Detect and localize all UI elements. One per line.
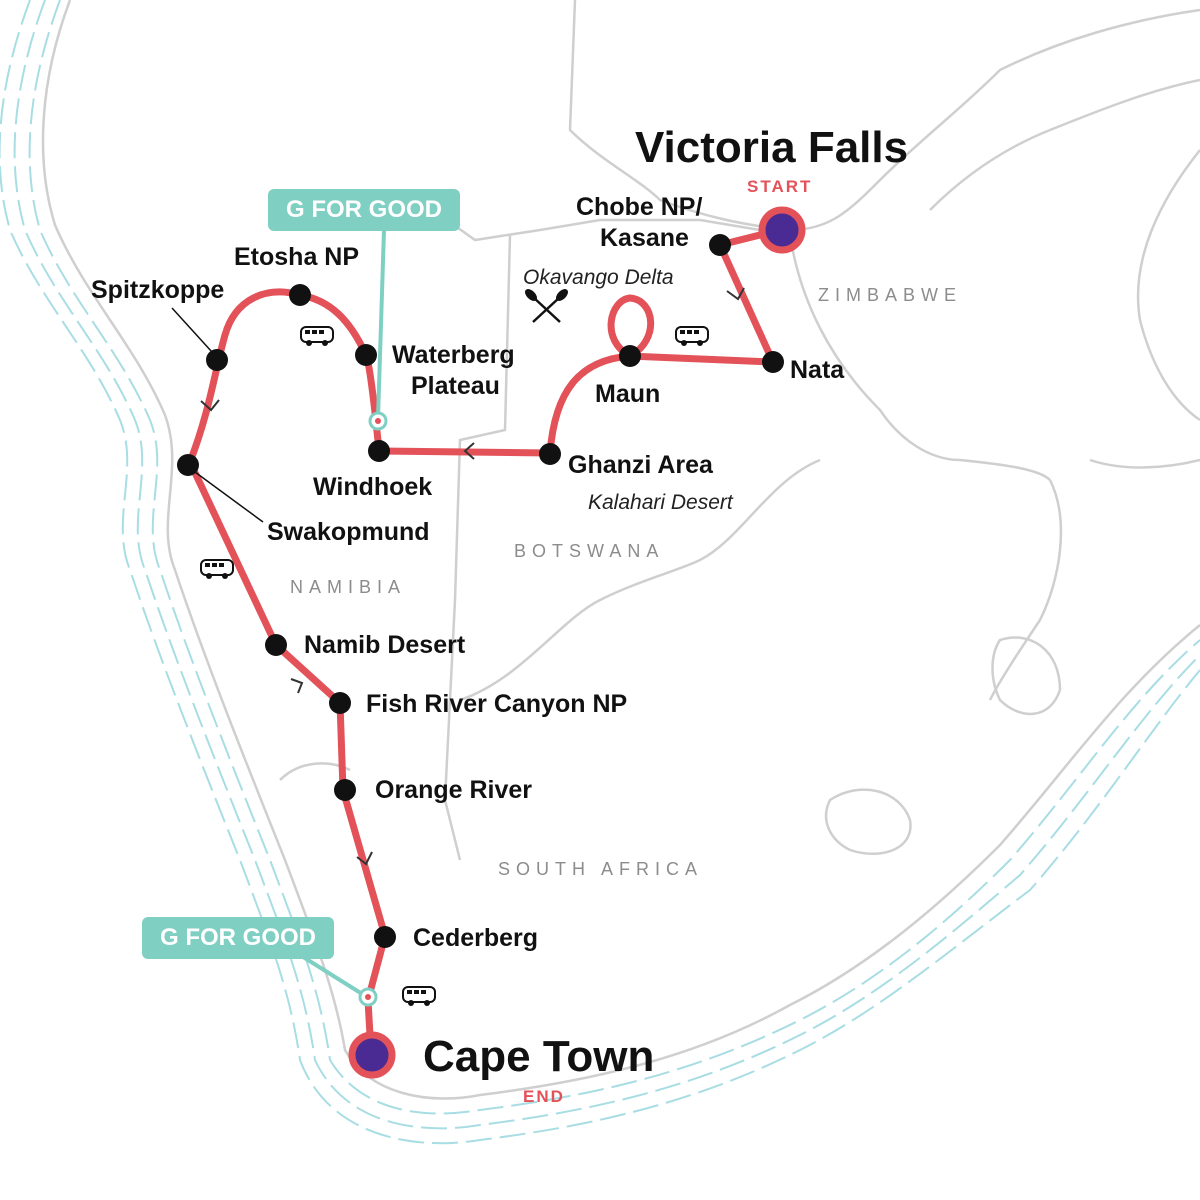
stop-dot-icon — [709, 234, 731, 256]
canoe-paddles-icon — [525, 289, 568, 323]
stop-dot-icon — [289, 284, 311, 306]
namib-desert-label: Namib Desert — [304, 631, 466, 659]
stop-dot-icon — [206, 349, 228, 371]
nata-label: Nata — [790, 356, 845, 384]
stop-dot-icon — [355, 344, 377, 366]
plateau-label: Plateau — [411, 372, 500, 400]
etosha-label: Etosha NP — [234, 243, 360, 271]
kasane-label: Kasane — [600, 224, 689, 252]
stop-dots — [177, 234, 784, 948]
direction-arrows — [200, 287, 745, 866]
end-endpoint — [348, 1031, 396, 1079]
bus-icon — [200, 559, 234, 579]
stop-dot-icon — [177, 454, 199, 476]
stop-dot-icon — [334, 779, 356, 801]
stop-dot-icon — [762, 351, 784, 373]
south-africa-label: SOUTH AFRICA — [498, 859, 704, 879]
waterberg-label: Waterberg — [392, 341, 515, 369]
leader-lines — [171, 307, 264, 523]
g-for-good-badge-south: G FOR GOOD — [142, 917, 334, 959]
botswana-label: BOTSWANA — [514, 541, 665, 561]
zimbabwe-label: ZIMBABWE — [818, 285, 963, 305]
stop-dot-icon — [265, 634, 287, 656]
country-borders — [41, 0, 1200, 1100]
stop-dot-icon — [539, 443, 561, 465]
fish-river-label: Fish River Canyon NP — [366, 690, 628, 718]
cape-town-label: Cape Town — [423, 1032, 655, 1081]
trip-route — [186, 226, 784, 1057]
bus-icon — [300, 326, 334, 346]
g-for-good-badge-north: G FOR GOOD — [268, 189, 460, 231]
namibia-label: NAMIBIA — [290, 577, 407, 597]
stop-dot-icon — [374, 926, 396, 948]
g-for-good-connectors — [298, 229, 386, 999]
kalahari-desert-label: Kalahari Desert — [588, 491, 733, 514]
stop-dot-icon — [329, 692, 351, 714]
start-marker: START — [747, 177, 813, 196]
start-endpoint — [758, 206, 806, 254]
spitzkoppe-label: Spitzkoppe — [91, 276, 225, 304]
cederberg-label: Cederberg — [413, 924, 539, 952]
maun-label: Maun — [595, 380, 661, 408]
windhoek-label: Windhoek — [313, 473, 433, 501]
stop-dot-icon — [368, 440, 390, 462]
end-marker: END — [523, 1087, 565, 1106]
swakopmund-label: Swakopmund — [267, 518, 430, 546]
ghanzi-label: Ghanzi Area — [568, 451, 713, 479]
coastline-water — [0, 0, 1200, 1145]
stop-dot-icon — [619, 345, 641, 367]
okavango-delta-label: Okavango Delta — [523, 266, 674, 289]
victoria-falls-label: Victoria Falls — [635, 123, 909, 172]
orange-river-label: Orange River — [375, 776, 533, 804]
bus-icon — [402, 986, 436, 1006]
chobe-label: Chobe NP/ — [576, 193, 703, 221]
bus-icon — [675, 326, 709, 346]
